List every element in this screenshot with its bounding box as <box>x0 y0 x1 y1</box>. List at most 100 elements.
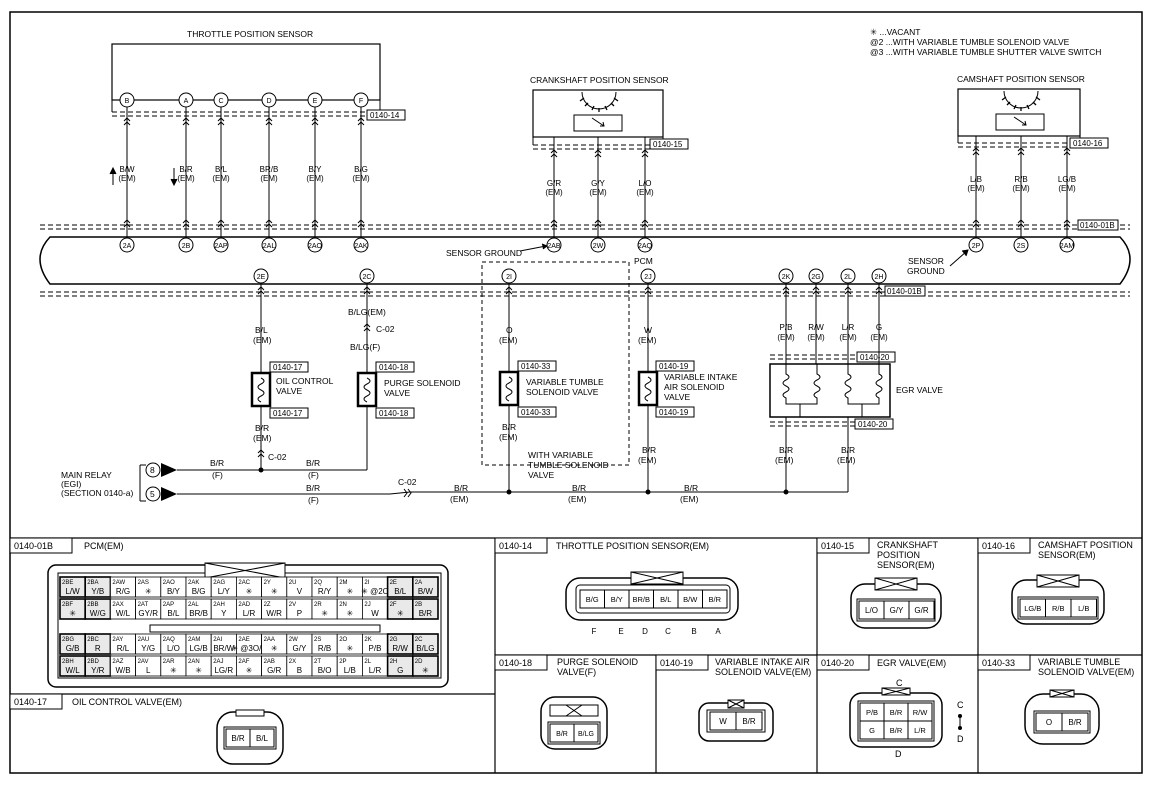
pcm-pin-2W-circle <box>590 237 606 253</box>
vtcs-panel-t1: VARIABLE TUMBLE <box>1038 657 1120 667</box>
cmp-box <box>957 88 1081 137</box>
purge-ref-1: 0140-18 <box>379 363 409 372</box>
egr-panel-d: D <box>895 749 902 759</box>
pcm-cell-wire-2BF: ✳ <box>69 609 76 618</box>
pcm-cell-pin-2A: 2A <box>415 580 422 586</box>
tps-conn-cell-label-4: B/W <box>683 595 698 604</box>
ckp-wire-code-0: (EM) <box>545 188 563 197</box>
egr-conn-cell-label-5: L/R <box>914 726 926 735</box>
ckp-conn-cell-label-1: G/Y <box>890 606 904 615</box>
pcm-cell-pin-2AE: 2AE <box>238 637 249 643</box>
variable-tumble-solenoid-valve: O (EM) 0140-33 0140-33 VARIABLE TUMBLE S… <box>481 261 630 492</box>
egr-out2-color: B/R <box>841 445 855 455</box>
tps-wire-code-2: (EM) <box>212 174 230 183</box>
pcm-cell-pin-2AQ: 2AQ <box>163 637 175 643</box>
relay-wire-5-color: B/R <box>572 483 586 493</box>
pcm-cell-pin-2AK: 2AK <box>188 580 199 586</box>
outer-frame <box>9 11 1143 774</box>
tps-pin-letter-D: D <box>642 627 648 636</box>
ckp-wire-code-1: (EM) <box>589 188 607 197</box>
pcm-cell-wire-2R: ✳ <box>321 609 328 618</box>
ocv-connector: C-02 <box>268 452 287 462</box>
pcm-cell-pin-2AY: 2AY <box>112 637 123 643</box>
pcm-cell-pin-2N: 2N <box>339 602 347 608</box>
wire-connector-icon <box>1017 219 1025 228</box>
pcm-cell-wire-2AH: Y <box>221 609 227 618</box>
vis-wire-color: W <box>644 325 652 335</box>
vis-name-3: VALVE <box>664 392 690 402</box>
vis-name-1: VARIABLE INTAKE <box>664 372 738 382</box>
pcm-cell-pin-2J: 2J <box>364 602 370 608</box>
purge-conn-cell-label-1: B/LG <box>578 731 594 738</box>
cmp-wire-color-1: R/B <box>1014 175 1027 184</box>
tps-wire-code-4: (EM) <box>306 174 324 183</box>
tps-ref-label: 0140-14 <box>370 111 400 120</box>
egr-panel-c: C <box>896 678 903 688</box>
pcm-cell-pin-2I: 2I <box>364 580 369 586</box>
pcm-cell-pin-2AV: 2AV <box>138 659 149 665</box>
tps-pin-letter-F: F <box>592 627 597 636</box>
pcm-pin-2AP: 2AP <box>214 243 228 250</box>
vis-wire2-code: (EM) <box>638 455 657 465</box>
main-relay-l3: (SECTION 0140-a) <box>61 488 133 498</box>
pcm-pin-2C: 2C <box>363 274 372 281</box>
pcm-cell-wire-2T: B/O <box>318 666 332 675</box>
pcm-pin-2AK-circle <box>353 237 369 253</box>
pcm-cell-pin-2BG: 2BG <box>62 637 74 643</box>
pcm-pin-2K: 2K <box>782 274 791 281</box>
vis-ref-1: 0140-19 <box>659 362 689 371</box>
pcm-cell-pin-2AS: 2AS <box>138 580 149 586</box>
egr-panel-c2: C <box>957 700 964 710</box>
pcm-cell-wire-2J: W <box>371 609 379 618</box>
pcm-cell-pin-2H: 2H <box>390 659 398 665</box>
pcm-cell-pin-2AU: 2AU <box>138 637 150 643</box>
pcm-cell-wire-2AP: B/L <box>167 609 180 618</box>
sensor-ground-label-2b: GROUND <box>907 266 945 276</box>
pcm-cell-wire-2C: B/LG <box>416 644 434 653</box>
egr-wire-code-1: (EM) <box>807 333 825 342</box>
pcm-pin-2I: 2I <box>506 274 512 281</box>
pcm-cell-pin-2C: 2C <box>415 637 423 643</box>
pcm-cell-wire-2U: V <box>297 587 303 596</box>
pcm-cell-wire-2AJ: LG/R <box>214 666 233 675</box>
pcm-cell-wire-2Z: W/R <box>266 609 282 618</box>
pcm-pin-2P: 2P <box>972 243 981 250</box>
tps-conn-cell-label-2: BR/B <box>632 595 650 604</box>
wire-connector-icon <box>875 286 883 295</box>
wire-connector-icon <box>594 149 602 158</box>
pcm-cell-wire-2BA: Y/B <box>91 587 104 596</box>
tps-wire-color-0: B/W <box>119 165 135 174</box>
pcm-cell-pin-2G: 2G <box>390 637 398 643</box>
main-relay-l1: MAIN RELAY <box>61 470 112 480</box>
relay-wire-3-color: B/R <box>306 483 320 493</box>
wire-connector-icon <box>812 286 820 295</box>
purge-panel-ref: 0140-18 <box>499 658 532 668</box>
tps-wire-color-5: B/G <box>354 165 368 174</box>
pcm-cell-pin-2Y: 2Y <box>264 580 271 586</box>
vis-name-2: AIR SOLENOID <box>664 382 724 392</box>
egr-ref-1: 0140-20 <box>860 353 890 362</box>
pcm-pin-2E: 2E <box>257 274 266 281</box>
ckp-wire-color-2: L/O <box>639 179 652 188</box>
vtcs-note-3: VALVE <box>528 470 554 480</box>
pcm-cell-pin-2BB: 2BB <box>87 602 98 608</box>
pcm-cell-wire-2M: ✳ <box>346 587 353 596</box>
purge-panel-t1: PURGE SOLENOID <box>557 657 639 667</box>
tps-wire-code-0: (EM) <box>118 174 136 183</box>
wire-connector-icon <box>594 219 602 228</box>
cmp-wire-code-1: (EM) <box>1012 184 1030 193</box>
pcm-cell-pin-2Z: 2Z <box>264 602 271 608</box>
vtcs-wire-color: O <box>506 325 513 335</box>
pcm-cell-wire-2H: G <box>397 666 403 675</box>
pcm-cell-wire-2N: ✳ <box>346 609 353 618</box>
pcm-cell-pin-2AT: 2AT <box>138 602 149 608</box>
pcm-pin-2G: 2G <box>811 274 820 281</box>
ckp-conn-cell-label-2: G/R <box>914 606 928 615</box>
pcm-pin-2S: 2S <box>1017 243 1026 250</box>
pcm-cell-2D <box>411 655 439 677</box>
pcm-cell-pin-2AJ: 2AJ <box>213 659 223 665</box>
egr-name: EGR VALVE <box>896 385 943 395</box>
wire-connector-icon <box>972 147 980 156</box>
ckp-sensor-arrow-icon <box>591 117 605 127</box>
pcm-panel-title: PCM(EM) <box>84 541 124 551</box>
